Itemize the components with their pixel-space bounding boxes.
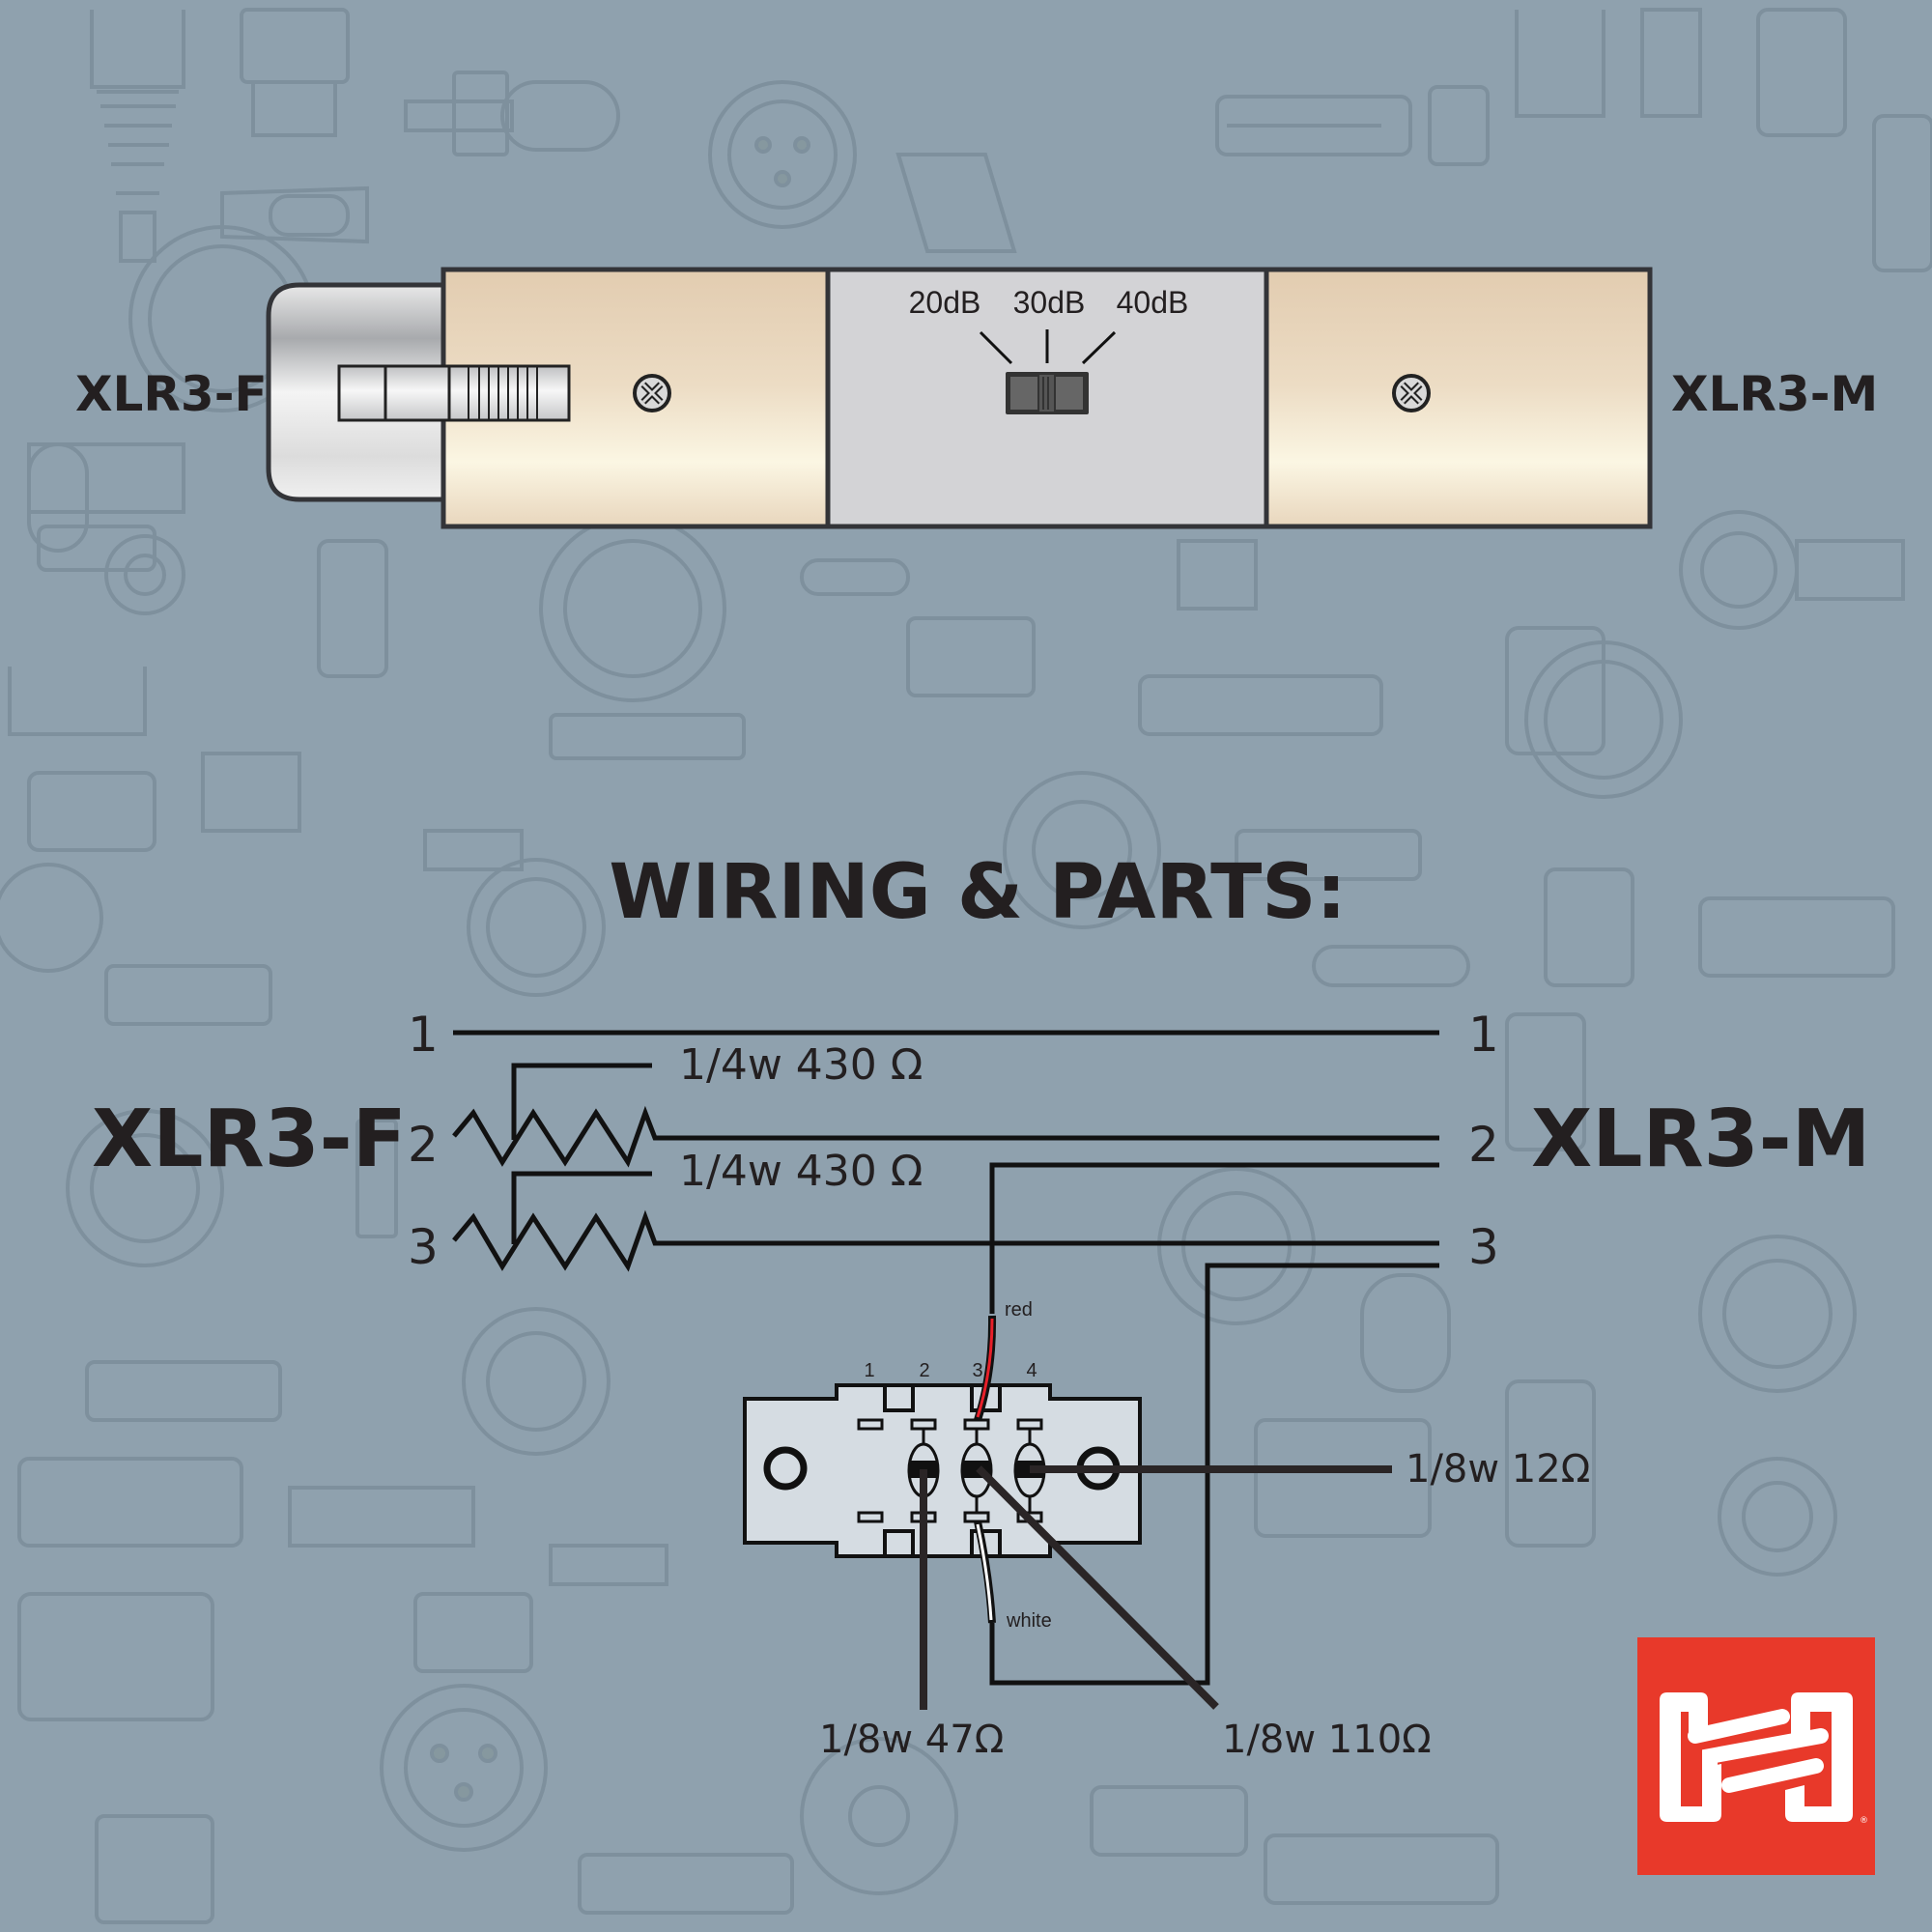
wiring-schematic: XLR3-F XLR3-M 1 2 3 1 2 3 1/4w 430 Ω 1/4…	[92, 1007, 1870, 1762]
part-label-12-ohm: 1/8w 12Ω	[1406, 1447, 1590, 1492]
part-label-47-ohm: 1/8w 47Ω	[819, 1718, 1004, 1762]
background-connector-pattern	[0, 8, 1932, 1924]
resistor-label-top: 1/4w 430 Ω	[679, 1040, 923, 1090]
switch-pin-1: 1	[864, 1360, 874, 1381]
switch-pin-3: 3	[972, 1360, 982, 1381]
switch-pcb	[743, 1383, 1142, 1558]
registered-mark: ®	[1860, 1816, 1868, 1826]
switch-panel	[825, 267, 1269, 529]
resistor-label-bottom: 1/4w 430 Ω	[679, 1147, 923, 1196]
switch-option-30db: 30dB	[1013, 285, 1086, 320]
attenuation-slide-switch[interactable]	[1006, 372, 1089, 414]
mounting-hole-icon	[763, 1446, 808, 1491]
white-wire-label: white	[1006, 1610, 1052, 1632]
schematic-right-connector-label: XLR3-M	[1531, 1094, 1870, 1185]
left-pin-2: 2	[408, 1117, 439, 1173]
top-right-connector-label: XLR3-M	[1671, 366, 1878, 422]
right-pin-3: 3	[1468, 1219, 1499, 1275]
attenuator-product-illustration: 20dB 30dB 40dB XLR3-F XLR3-M	[75, 267, 1878, 529]
switch-option-20db: 20dB	[909, 285, 981, 320]
top-left-connector-label: XLR3-F	[75, 366, 268, 422]
schematic-left-connector-label: XLR3-F	[92, 1094, 407, 1185]
switch-pin-4: 4	[1026, 1360, 1037, 1381]
wiring-section-title: WIRING & PARTS:	[609, 849, 1346, 936]
right-pin-2: 2	[1468, 1117, 1499, 1173]
left-pin-3: 3	[408, 1219, 439, 1275]
right-pin-1: 1	[1468, 1007, 1499, 1063]
switch-pin-2: 2	[919, 1360, 929, 1381]
hosa-logo-icon[interactable]: ®	[1637, 1637, 1875, 1875]
phillips-screw-icon	[633, 374, 671, 412]
phillips-screw-icon	[1392, 374, 1431, 412]
switch-option-40db: 40dB	[1117, 285, 1189, 320]
left-pin-1: 1	[408, 1007, 439, 1063]
right-housing	[1264, 267, 1653, 529]
latch-release-tab	[337, 364, 571, 422]
part-label-110-ohm: 1/8w 110Ω	[1222, 1718, 1432, 1762]
red-wire-label: red	[1005, 1299, 1033, 1321]
